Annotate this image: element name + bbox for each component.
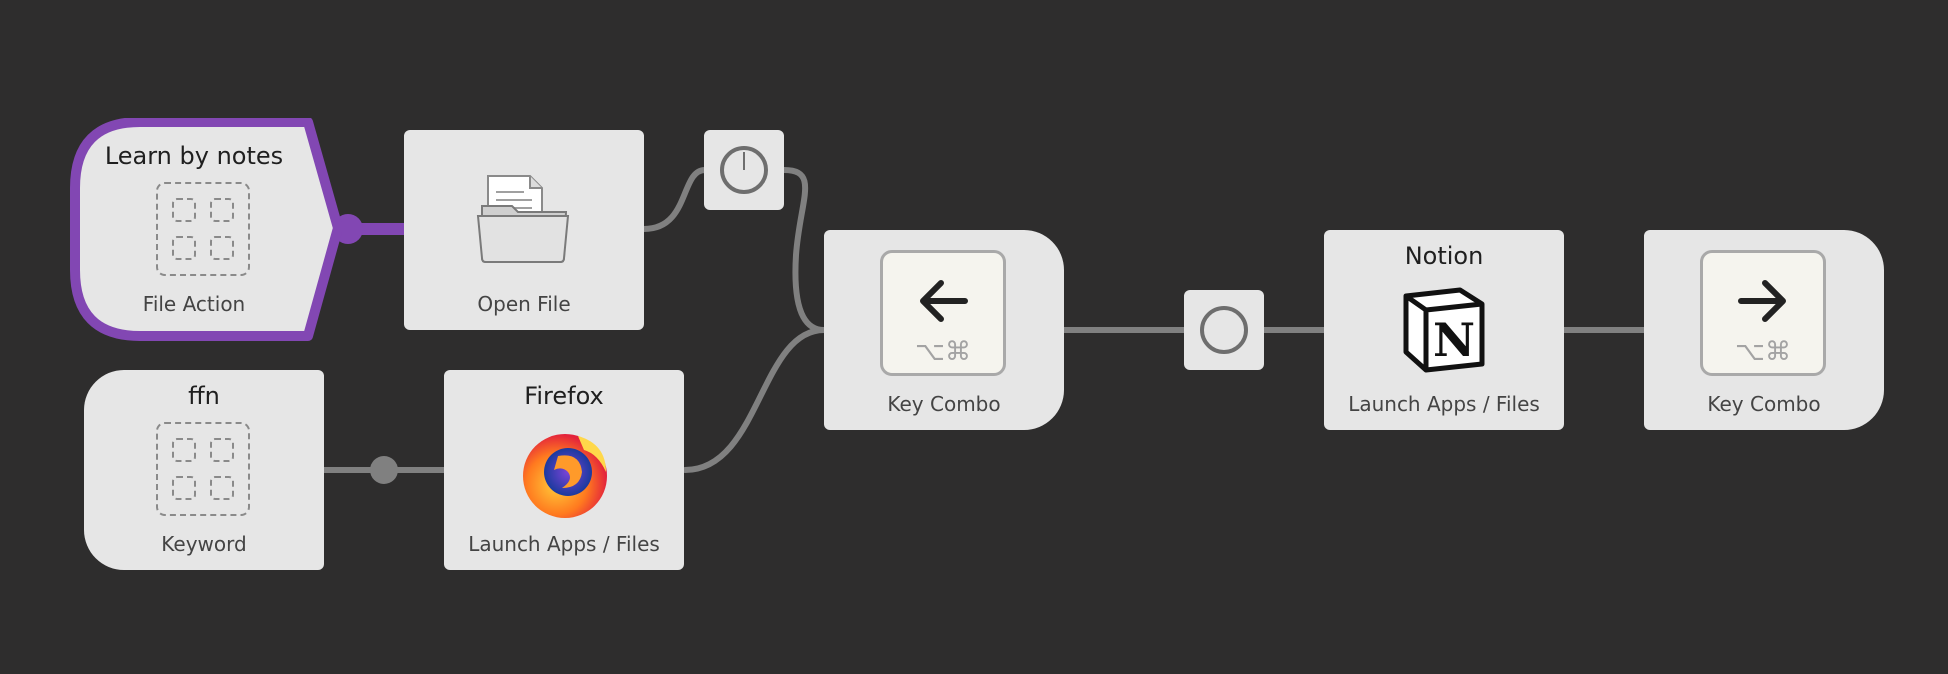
left-arrow-icon	[920, 280, 968, 322]
key-combo-right-node[interactable]: ⌥⌘ Key Combo	[1644, 230, 1884, 430]
right-arrow-icon	[1738, 280, 1786, 322]
circle-icon	[1200, 306, 1248, 354]
keyword-label: Keyword	[161, 532, 247, 556]
file-action-label: File Action	[142, 292, 246, 316]
firefox-launch-node[interactable]: Firefox Launch Apps / Files	[444, 370, 684, 570]
file-action-title: Learn by notes	[104, 142, 284, 170]
connection-firefox-to-keycombo[interactable]	[682, 327, 827, 473]
delay-utility[interactable]	[704, 130, 784, 210]
notion-launch-node[interactable]: Notion N Launch Apps / Files	[1324, 230, 1564, 430]
connection-dot	[370, 456, 398, 484]
notion-icon: N	[1403, 287, 1485, 373]
open-file-node[interactable]: Open File	[404, 130, 644, 330]
left-arrow-keycap: ⌥⌘	[880, 250, 1006, 376]
trigger-shape	[70, 118, 342, 341]
svg-text:N: N	[1433, 313, 1475, 367]
modifier-keys: ⌥⌘	[1735, 337, 1791, 367]
key-combo-right-label: Key Combo	[1707, 392, 1821, 416]
modifier-keys: ⌥⌘	[915, 337, 971, 367]
key-combo-left-label: Key Combo	[887, 392, 1001, 416]
folder-icon	[476, 175, 570, 263]
connection-delay-to-keycombo[interactable]	[781, 167, 827, 333]
placeholder-grid-icon	[156, 422, 250, 516]
junction-utility[interactable]	[1184, 290, 1264, 370]
placeholder-grid-icon	[156, 182, 250, 276]
connection-openfile-to-delay[interactable]	[641, 167, 708, 232]
keyword-title: ffn	[188, 382, 220, 410]
keyword-trigger-node[interactable]: ffn Keyword	[84, 370, 324, 570]
notion-title: Notion	[1404, 242, 1484, 270]
timer-icon	[720, 146, 768, 194]
file-action-trigger-node[interactable]: Learn by notes File Action	[70, 118, 342, 342]
right-arrow-keycap: ⌥⌘	[1700, 250, 1826, 376]
notion-label: Launch Apps / Files	[1348, 392, 1540, 416]
firefox-title: Firefox	[524, 382, 604, 410]
open-file-label: Open File	[477, 292, 571, 316]
key-combo-left-node[interactable]: ⌥⌘ Key Combo	[824, 230, 1064, 430]
firefox-icon	[523, 434, 607, 518]
firefox-label: Launch Apps / Files	[468, 532, 660, 556]
